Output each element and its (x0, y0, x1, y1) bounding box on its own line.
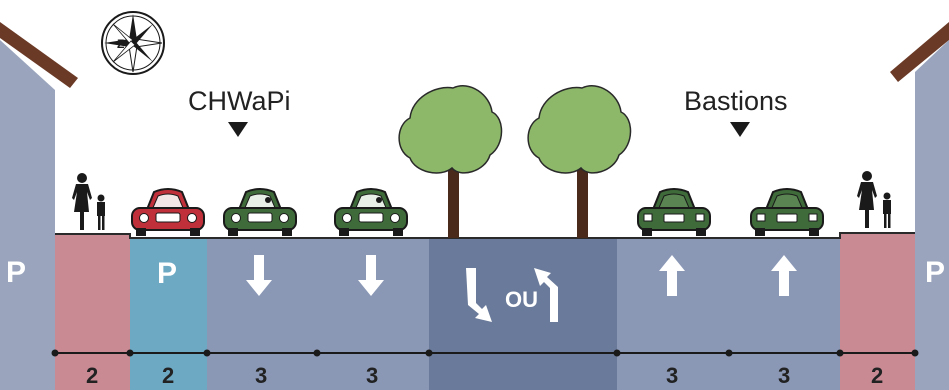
arrow-up-icon (659, 255, 685, 296)
sidewalk-left (55, 235, 130, 390)
pedestrian-icon (857, 171, 891, 228)
left-stop-marker-icon (228, 122, 248, 137)
width-lane-right-1: 3 (666, 363, 678, 388)
car-icon (334, 188, 408, 236)
car-icon (637, 188, 711, 236)
right-stop-label: Bastions (684, 86, 788, 116)
parking-lane (130, 238, 207, 390)
arrow-down-icon (358, 255, 384, 296)
sidewalk-right (840, 233, 915, 390)
building-parking-label-right: P (925, 256, 945, 289)
right-stop-marker-icon (730, 122, 750, 137)
pedestrian-icon (72, 173, 105, 230)
left-stop-label: CHWaPi (188, 86, 291, 116)
left-building: P (0, 22, 78, 390)
arrow-up-icon (771, 255, 797, 296)
width-sidewalk-right: 2 (871, 363, 883, 388)
width-lane-left-1: 3 (255, 363, 267, 388)
parking-lane-label: P (157, 257, 177, 290)
turn-arrow-icon (534, 268, 558, 322)
building-parking-label-left: P (6, 256, 26, 289)
street-lanes (55, 232, 915, 390)
turn-arrow-icon (466, 268, 492, 322)
width-parking-lane: 2 (162, 363, 174, 388)
width-lane-left-2: 3 (366, 363, 378, 388)
width-sidewalk-left: 2 (86, 363, 98, 388)
median (429, 238, 617, 390)
arrow-down-icon (246, 255, 272, 296)
dimension-line (51, 349, 919, 357)
tree-icon (398, 85, 503, 238)
or-label: OU (505, 287, 538, 312)
car-icon (223, 188, 297, 236)
car-icon (131, 188, 205, 236)
tree-icon (527, 85, 632, 238)
car-icon (750, 188, 824, 236)
right-building: P (890, 22, 949, 390)
compass-icon: Z (101, 11, 165, 75)
svg-text:Z: Z (117, 37, 124, 51)
width-lane-right-2: 3 (778, 363, 790, 388)
